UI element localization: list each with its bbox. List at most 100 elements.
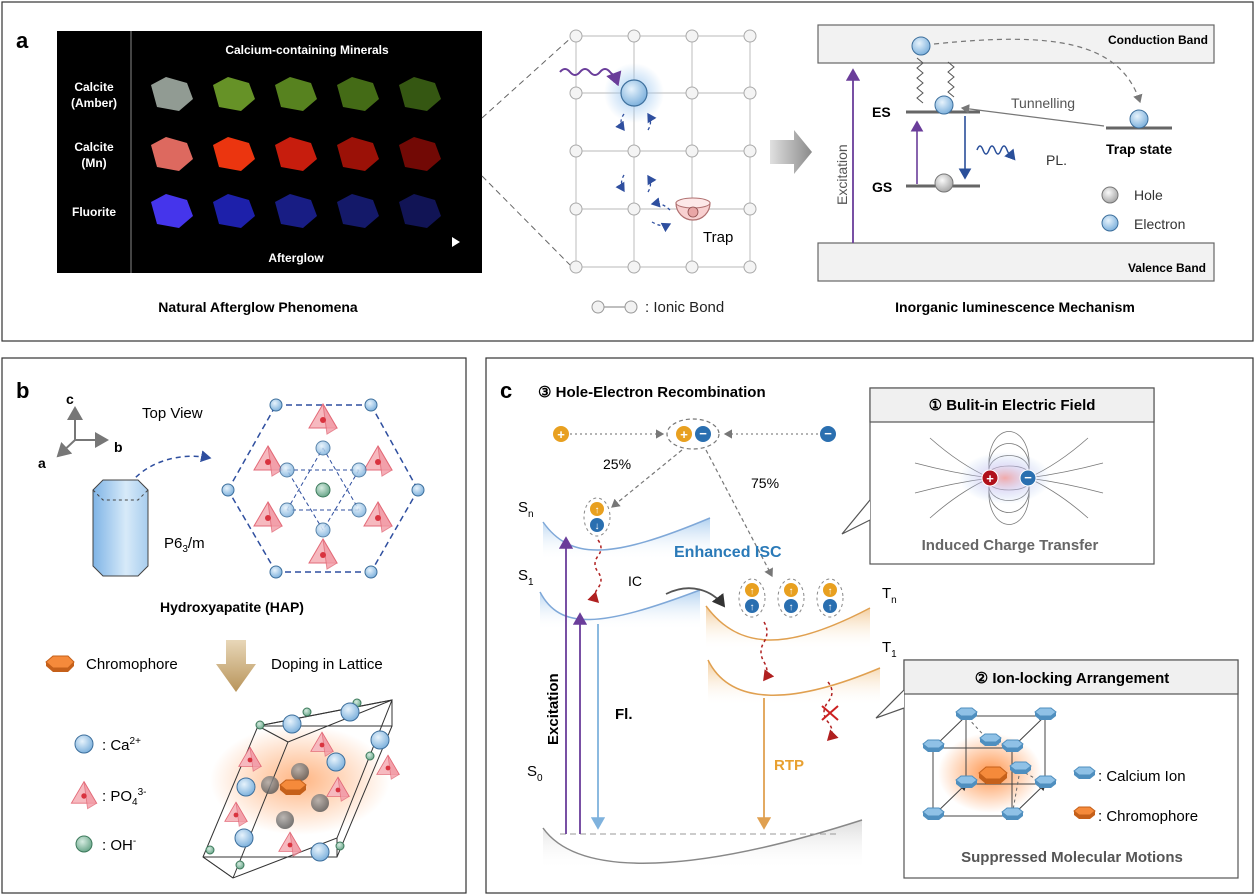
cell-hydroxide (256, 721, 264, 729)
calcium-ion (270, 399, 282, 411)
mineral-name-line1: Calcite (74, 140, 114, 154)
cell-hydroxide (236, 861, 244, 869)
lattice-ion (570, 145, 582, 157)
lock-inset-title: ② Ion-locking Arrangement (975, 670, 1170, 687)
cell-calcium (341, 703, 359, 721)
calcium-ion-hex (956, 776, 977, 788)
hydroxide-ion (316, 483, 330, 497)
axis-a-label: a (38, 455, 46, 471)
lattice-ion (686, 87, 698, 99)
excitation-label-a: Excitation (834, 144, 850, 205)
mineral-name-line1: Calcite (74, 80, 114, 94)
calcium-ion-hex (1002, 740, 1023, 752)
trap-electron (1130, 110, 1148, 128)
cell-chromophore (280, 780, 306, 795)
panel-a-letter: a (16, 28, 29, 53)
mineral-name-line1: Fluorite (72, 205, 116, 219)
calcium-ion (222, 484, 234, 496)
spin-arrow-down: ↓ (595, 521, 600, 532)
hole-legend-icon (1102, 187, 1118, 203)
spin-arrow-up: ↑ (789, 586, 794, 597)
electron-legend-label: Electron (1134, 216, 1185, 232)
calcium-ion-label: : Calcium Ion (1098, 768, 1186, 785)
singlet-percent: 25% (603, 456, 631, 472)
spin-arrow-up: ↑ (595, 505, 600, 516)
electron-legend-icon (1102, 215, 1118, 231)
minerals-header: Calcium-containing Minerals (225, 43, 389, 57)
excitation-label-c: Excitation (545, 673, 562, 745)
cell-inner-ion (291, 763, 309, 781)
calcium-ion-inner (280, 463, 294, 477)
spin-arrow-up: ↑ (828, 586, 833, 597)
cell-calcium (311, 843, 329, 861)
gs-label: GS (872, 179, 892, 195)
cell-calcium (237, 778, 255, 796)
es-label: ES (872, 104, 891, 120)
lattice-ion (744, 87, 756, 99)
rtp-label: RTP (774, 757, 804, 774)
pair-electron-sign: − (699, 426, 707, 441)
cell-hydroxide (206, 846, 214, 854)
dipole-positive-sign: + (986, 471, 994, 486)
locked-chromophore (979, 767, 1007, 784)
cell-hydroxide (303, 708, 311, 716)
conduction-band-label: Conduction Band (1108, 33, 1208, 47)
calcium-ion-inner (352, 503, 366, 517)
isc-label: Enhanced ISC (674, 544, 782, 561)
cell-hydroxide (366, 752, 374, 760)
calcium-ion-inner (316, 523, 330, 537)
cell-calcium (283, 715, 301, 733)
free-hole-sign: + (557, 427, 565, 442)
lattice-electron (621, 80, 647, 106)
calcium-ion-hex (923, 740, 944, 752)
axis-b-label: b (114, 439, 123, 455)
recombination-title: ③ Hole-Electron Recombination (538, 384, 766, 401)
pair-hole-sign: + (680, 427, 688, 442)
lattice-ion (570, 261, 582, 273)
oh-legend-label: : OH- (102, 836, 136, 854)
chromophore-legend-icon-c (1074, 807, 1095, 819)
lattice-ion (628, 145, 640, 157)
mineral-name-line2: (Mn) (81, 156, 106, 170)
cell-inner-ion (276, 811, 294, 829)
lattice-ion (628, 203, 640, 215)
calcium-ion-legend-icon (1074, 767, 1095, 779)
lattice-ion (686, 145, 698, 157)
pl-label: PL. (1046, 152, 1067, 168)
lattice-ion (686, 30, 698, 42)
field-inset-title: ① Bulit-in Electric Field (929, 397, 1096, 414)
lattice-ion (628, 261, 640, 273)
chromophore-label-c: : Chromophore (1098, 808, 1198, 825)
dipole-glow (959, 452, 1051, 504)
dipole-negative-sign: − (1024, 470, 1032, 485)
free-electron-sign: − (824, 426, 832, 441)
cell-inner-ion (311, 794, 329, 812)
calcium-ion (365, 566, 377, 578)
lattice-ion (570, 30, 582, 42)
panel-b-letter: b (16, 378, 29, 403)
afterglow-label: Afterglow (268, 251, 324, 265)
spin-arrow-up: ↑ (750, 586, 755, 597)
lattice-ion (744, 145, 756, 157)
top-view-label: Top View (142, 405, 203, 422)
cell-inner-ion (261, 776, 279, 794)
calcium-ion-inner (316, 441, 330, 455)
calcium-ion-hex (956, 708, 977, 720)
ionic-bond-label: : Ionic Bond (645, 299, 724, 316)
calcium-ion-hex (1010, 762, 1031, 774)
spin-arrow-up: ↑ (750, 602, 755, 613)
spin-arrow-up: ↑ (789, 602, 794, 613)
lattice-ion (686, 261, 698, 273)
lattice-ion (744, 203, 756, 215)
spin-arrow-up: ↑ (828, 602, 833, 613)
cell-hydroxide (336, 842, 344, 850)
axis-c-label: c (66, 391, 74, 407)
lattice-ion (744, 30, 756, 42)
calcium-ion-inner (280, 503, 294, 517)
calcium-ion-hex (1002, 808, 1023, 820)
hexagonal-prism (93, 480, 148, 576)
triplet-percent: 75% (751, 475, 779, 491)
calcium-ion-hex (980, 734, 1001, 746)
caption-inorganic-mechanism: Inorganic luminescence Mechanism (895, 299, 1135, 315)
